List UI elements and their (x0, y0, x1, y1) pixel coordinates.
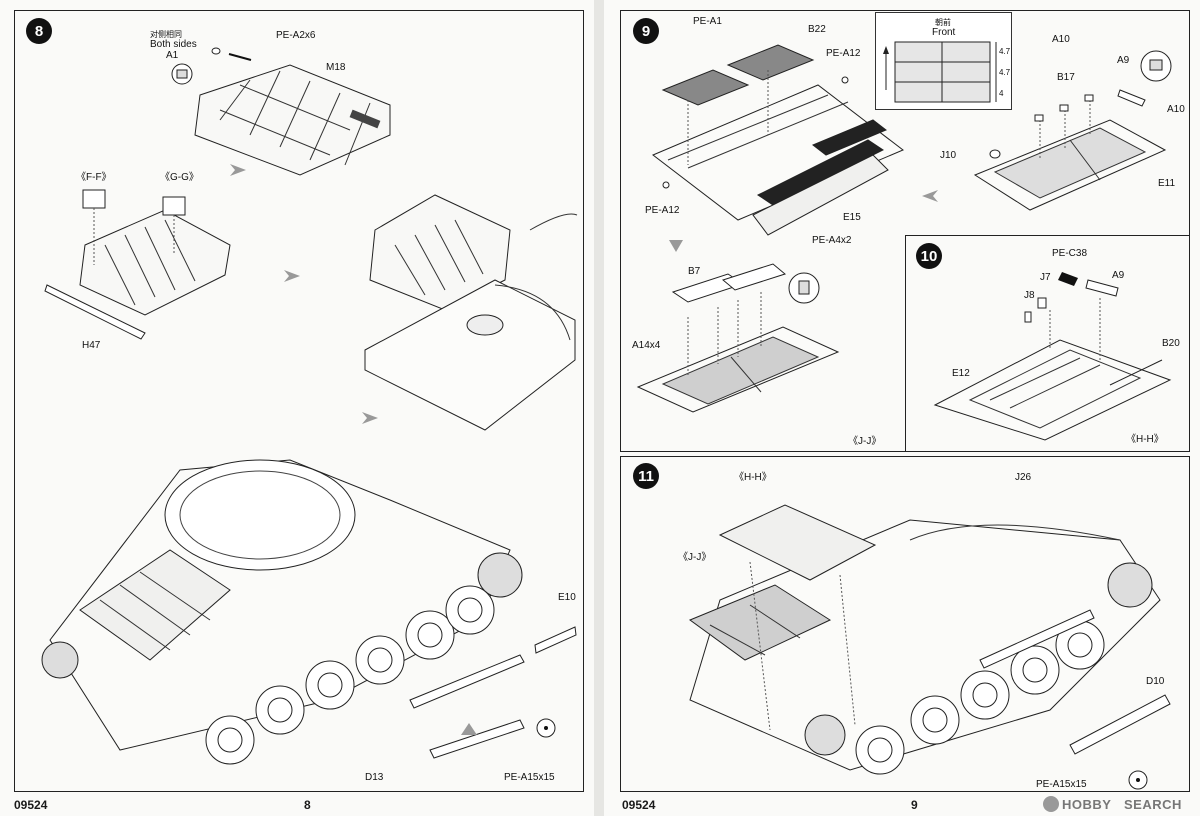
engine-deck-grille-illustration (970, 80, 1170, 230)
step-arrow-icon (362, 412, 378, 424)
label-front-en: Front (932, 27, 956, 38)
step-arrow-icon (284, 270, 300, 282)
label-jj-step9: 《J-J》 (848, 436, 882, 447)
label-pe-a15x15-step11: PE-A15x15 (1036, 779, 1087, 790)
label-pe-a12-top: PE-A12 (826, 48, 861, 59)
label-front-cn: 朝前 (935, 18, 951, 27)
label-e15: E15 (843, 212, 861, 223)
label-j26: J26 (1015, 472, 1032, 483)
step-8-badge: 8 (26, 18, 52, 44)
label-gg: 《G-G》 (160, 172, 199, 183)
a10-detail-icon (1140, 50, 1172, 82)
dim-2: 4.7 (999, 68, 1011, 77)
footer-code-left: 09524 (14, 798, 48, 812)
hatch-subassembly-illustration (45, 185, 235, 345)
label-hh-step11: 《H-H》 (734, 472, 772, 483)
hull-final-assembly-illustration (650, 480, 1180, 780)
note-both-sides-en: Both sides (150, 39, 197, 50)
page-gutter (594, 0, 604, 816)
note-both-sides-cn: 对侧相同 (150, 30, 182, 39)
label-e10: E10 (558, 592, 576, 603)
label-j7: J7 (1040, 272, 1051, 283)
label-jj-step11: 《J-J》 (678, 552, 712, 563)
label-pe-a1: PE-A1 (693, 16, 722, 27)
step-11-frame (620, 456, 1190, 792)
label-pe-a12-left: PE-A12 (645, 205, 680, 216)
label-j8: J8 (1024, 290, 1035, 301)
step-8-frame (14, 10, 584, 792)
step-10-badge: 10 (916, 243, 942, 269)
dim-1: 4.7 (999, 47, 1011, 56)
a1-part-small (211, 46, 221, 56)
pe-a2-strip (228, 52, 252, 62)
label-b17: B17 (1057, 72, 1075, 83)
label-hh-step10: 《H-H》 (1126, 434, 1164, 445)
mag-callout-icon (1128, 770, 1148, 790)
rear-hull-section-illustration (365, 190, 580, 430)
step-arrow-icon (230, 164, 246, 176)
label-b7: B7 (688, 266, 701, 277)
watermark-logo-icon (1043, 796, 1059, 812)
up-arrow-icon (461, 723, 477, 735)
label-a1: A1 (166, 50, 179, 61)
watermark-brand-2: SEARCH (1124, 797, 1182, 812)
front-grille-diagram (883, 40, 1005, 104)
label-b20: B20 (1162, 338, 1180, 349)
label-a14x4: A14x4 (632, 340, 661, 351)
label-m18: M18 (326, 62, 346, 73)
label-pe-a4x2: PE-A4x2 (812, 235, 852, 246)
mag-callout-icon (536, 718, 556, 738)
label-ff: 《F-F》 (76, 172, 112, 183)
footer-page-right: 9 (911, 798, 918, 812)
label-h47: H47 (82, 340, 101, 351)
footer-page-left: 8 (304, 798, 311, 812)
dim-3: 4 (999, 89, 1004, 98)
label-e12: E12 (952, 368, 970, 379)
down-arrow-icon (669, 240, 683, 252)
e10-part (533, 625, 578, 655)
a14-detail-icon (788, 272, 820, 304)
label-j10: J10 (940, 150, 957, 161)
grille-assembly-illustration (648, 40, 913, 250)
label-a9: A9 (1117, 55, 1130, 66)
j10-part (988, 148, 1002, 160)
label-pe-a2x6: PE-A2x6 (276, 30, 316, 41)
step-11-badge: 11 (633, 463, 659, 489)
footer-code-right: 09524 (622, 798, 656, 812)
hull-assembly-illustration (30, 440, 550, 760)
watermark-brand-1: HOBBY (1062, 797, 1112, 812)
step-9-badge: 9 (633, 18, 659, 44)
step-arrow-icon (922, 190, 938, 202)
label-b22: B22 (808, 24, 826, 35)
label-a10-top: A10 (1052, 34, 1070, 45)
label-e11: E11 (1158, 178, 1176, 189)
label-a9-step10: A9 (1112, 270, 1125, 281)
label-pe-c38: PE-C38 (1052, 248, 1088, 259)
label-pe-a15x15: PE-A15x15 (504, 772, 555, 783)
engine-deck-illustration (180, 55, 395, 185)
hh-deck-illustration (930, 272, 1180, 440)
a1-part-icon (170, 62, 194, 86)
label-a10-right: A10 (1167, 104, 1185, 115)
label-d13: D13 (365, 772, 384, 783)
label-d10: D10 (1146, 676, 1165, 687)
jj-grille-illustration (633, 262, 843, 432)
